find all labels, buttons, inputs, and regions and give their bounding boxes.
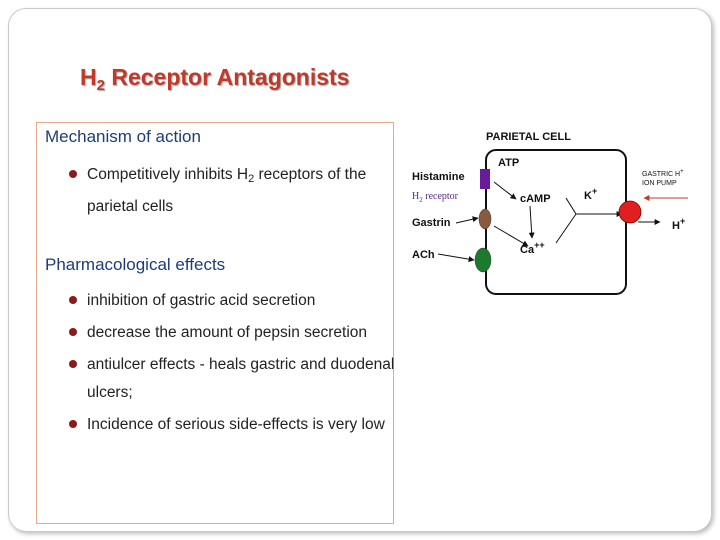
gastrin-receptor (478, 208, 492, 230)
pump-label-line1: GASTRIC H+ (642, 169, 684, 178)
list-item: Incidence of serious side-effects is ver… (67, 411, 397, 439)
list-item: decrease the amount of pepsin secretion (67, 319, 397, 347)
effects-list: inhibition of gastric acid secretion dec… (67, 287, 397, 439)
bullet-icon (69, 170, 77, 178)
list-item: Competitively inhibits H2 receptors of t… (67, 161, 397, 221)
potassium-label: K+ (584, 186, 597, 202)
camp-label: cAMP (520, 193, 551, 205)
gastrin-label: Gastrin (412, 217, 451, 229)
list-item: inhibition of gastric acid secretion (67, 287, 397, 315)
parietal-cell-diagram: PARIETAL CELL Histamine H2 receptor Gast… (412, 131, 688, 295)
bullet-icon (69, 420, 77, 428)
bullet-icon (69, 328, 77, 336)
bullet-icon (69, 360, 77, 368)
atp-label: ATP (498, 157, 519, 169)
list-item: antiulcer effects - heals gastric and du… (67, 351, 397, 407)
histamine-label: Histamine (412, 171, 465, 183)
calcium-label: Ca++ (520, 240, 545, 256)
slide-frame (8, 8, 712, 532)
ion-pump (618, 200, 642, 224)
h2-receptor-label: H2 receptor (412, 191, 459, 204)
bullet-icon (69, 296, 77, 304)
ach-label: ACh (412, 249, 435, 261)
proton-label: H+ (672, 216, 685, 232)
mechanism-heading: Mechanism of action (45, 127, 201, 146)
pump-label-line2: ION PUMP (642, 180, 677, 187)
cell-title: PARIETAL CELL (486, 131, 571, 143)
histamine-receptor (480, 169, 490, 189)
slide-title: H2 Receptor Antagonists (80, 64, 350, 94)
mechanism-list: Competitively inhibits H2 receptors of t… (67, 161, 397, 221)
effects-heading: Pharmacological effects (45, 255, 226, 274)
content-box: Mechanism of action Competitively inhibi… (36, 122, 394, 524)
ach-receptor (474, 247, 492, 273)
cell-membrane (485, 149, 627, 295)
